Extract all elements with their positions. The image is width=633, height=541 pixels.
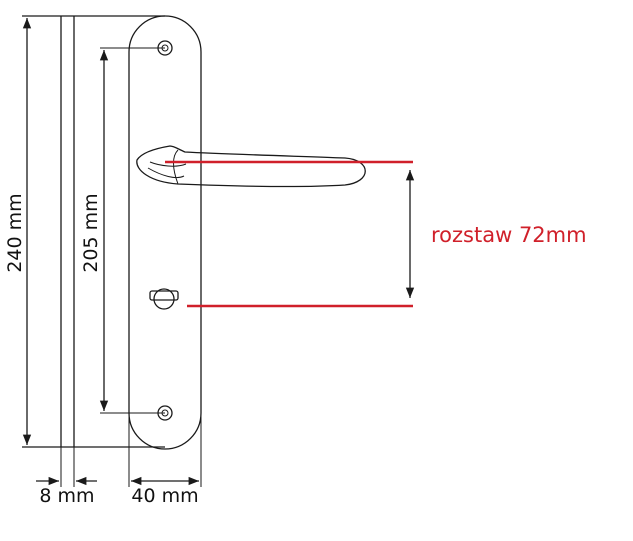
total-height-label: 240 mm bbox=[4, 193, 26, 272]
thickness-label: 8 mm bbox=[39, 485, 94, 507]
privacy-turn-knob bbox=[149, 288, 179, 310]
lever-handle bbox=[136, 145, 366, 188]
width-label: 40 mm bbox=[131, 485, 198, 507]
plate-side-profile bbox=[22, 15, 165, 448]
hole-spacing-label: 205 mm bbox=[80, 193, 102, 272]
backplate-outline bbox=[128, 15, 202, 450]
handle-spacing-label: rozstaw 72mm bbox=[431, 223, 587, 247]
